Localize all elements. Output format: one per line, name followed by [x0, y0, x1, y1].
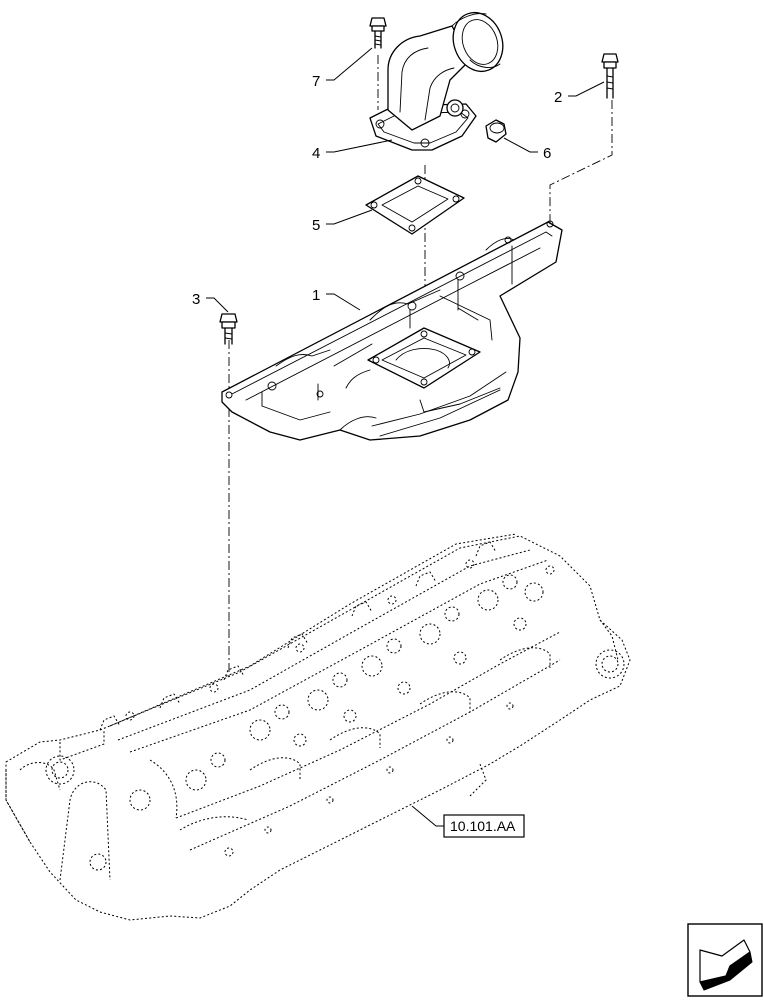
elbow-outlet-part-4: [369, 11, 504, 151]
callout-5: 5: [312, 217, 320, 234]
next-page-arrow-icon[interactable]: [687, 923, 763, 997]
callout-3: 3: [192, 291, 200, 308]
bolt-part-3: [219, 313, 238, 345]
callout-4: 4: [312, 145, 320, 162]
intake-manifold-part-1: [221, 220, 563, 441]
callout-6: 6: [543, 145, 551, 162]
gasket-part-5: [365, 175, 465, 235]
callout-leaders: [206, 47, 605, 827]
callout-2: 2: [554, 89, 562, 106]
cylinder-head-reference: [5, 533, 631, 921]
plug-part-6: [485, 119, 507, 143]
reference-label[interactable]: 10.101.AA: [443, 814, 525, 838]
bolt-part-2: [601, 53, 619, 99]
bolt-part-7: [369, 17, 387, 49]
callout-1: 1: [312, 287, 320, 304]
callout-labels: 7 2 3 4 5 6 1: [192, 73, 562, 308]
callout-7: 7: [312, 73, 320, 90]
reference-code: 10.101.AA: [450, 818, 516, 834]
